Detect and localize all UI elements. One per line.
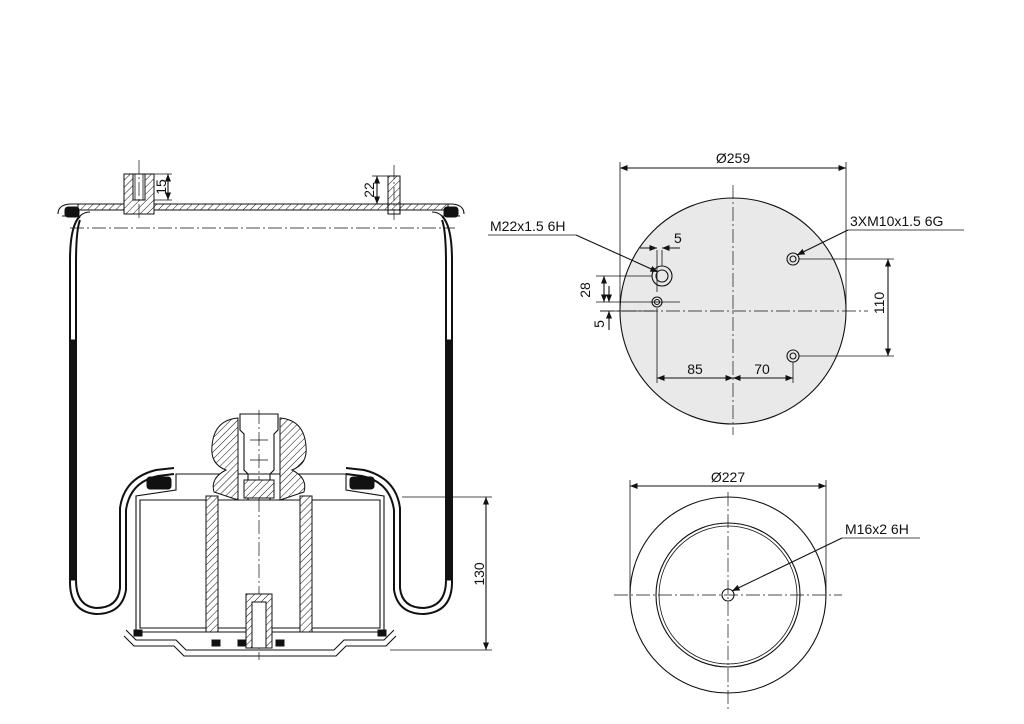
dim-28-and-5-vertical (596, 275, 680, 330)
center-thread-label: M22x1.5 6H (490, 218, 565, 234)
top-diameter-label: Ø259 (716, 150, 750, 166)
dim-110-label: 110 (871, 292, 887, 315)
side-height-label: 130 (471, 562, 487, 586)
threaded-boss-left (123, 160, 172, 218)
bottom-plan-view: Ø227 M16x2 6H (614, 469, 920, 710)
side-section-view: 15 22 (57, 160, 492, 660)
dim-85-label: 85 (687, 361, 703, 377)
dim-70-label: 70 (754, 361, 770, 377)
dim-5-horizontal (640, 244, 680, 292)
stud-holes (786, 229, 964, 363)
rubber-bellow (64, 206, 459, 616)
stud-threads-label: 3XM10x1.5 6G (850, 213, 943, 229)
dim-5-horizontal-label: 5 (674, 230, 682, 246)
piston (123, 410, 397, 660)
dim-85-70 (656, 308, 794, 383)
height-dimension (390, 496, 492, 651)
bottom-thread-label: M16x2 6H (845, 521, 909, 537)
top-plan-view: Ø259 M22x1.5 6H 5 28 5 (488, 150, 964, 435)
dim-28-label: 28 (577, 282, 593, 298)
top-diameter-dimension (619, 162, 847, 311)
bottom-diameter-dimension (629, 480, 827, 595)
dim-110 (799, 258, 894, 357)
stud-right (372, 165, 401, 220)
bottom-thread-leader (731, 537, 920, 592)
side-stud-height-label: 22 (361, 182, 377, 198)
dim-5-vertical-label: 5 (591, 320, 607, 328)
side-thread-height-label: 15 (153, 179, 169, 195)
top-plate (57, 203, 465, 229)
bottom-diameter-label: Ø227 (711, 469, 745, 485)
